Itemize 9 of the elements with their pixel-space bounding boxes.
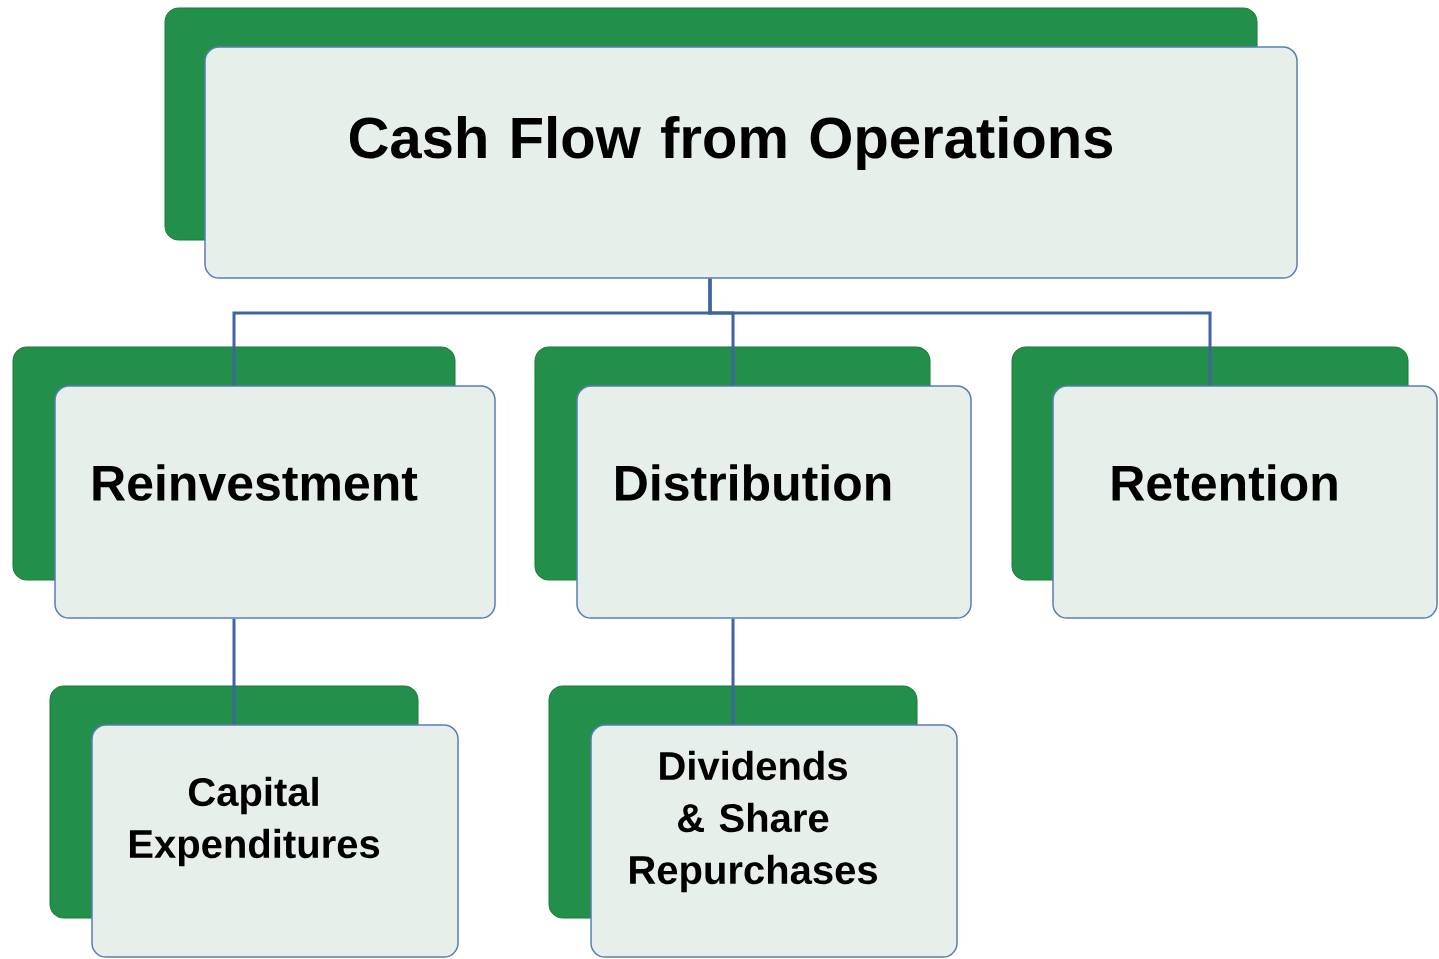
connector-line bbox=[731, 618, 735, 725]
connector-line bbox=[708, 278, 1212, 386]
org-chart-box: Capital Expenditures bbox=[49, 685, 459, 958]
org-chart-box: Distribution bbox=[534, 346, 972, 619]
org-chart-box: Dividends & Share Repurchases bbox=[548, 685, 958, 958]
org-chart-box: Reinvestment bbox=[12, 346, 496, 619]
org-chart-box: Cash Flow from Operations bbox=[164, 7, 1298, 279]
connector-line bbox=[232, 618, 236, 725]
org-chart-box: Retention bbox=[1011, 346, 1438, 619]
